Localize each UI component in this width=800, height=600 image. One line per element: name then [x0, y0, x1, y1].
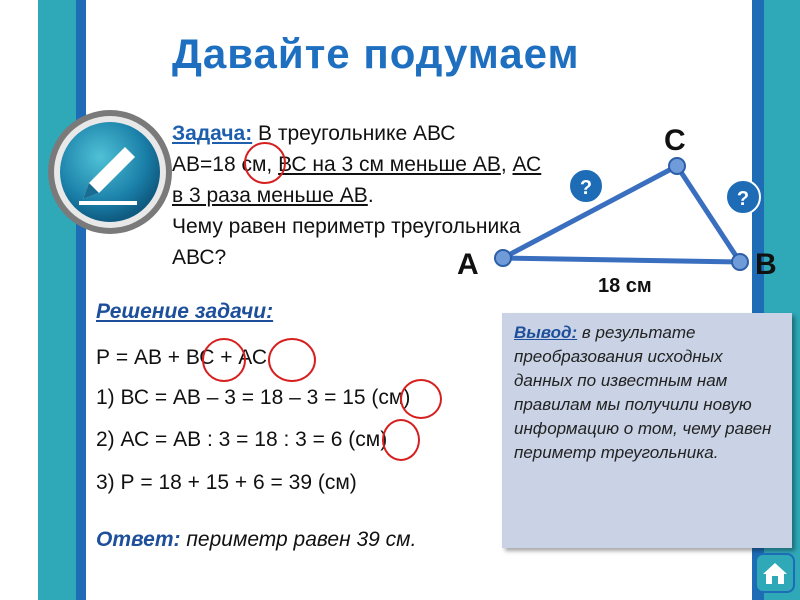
triangle-shape — [500, 163, 743, 265]
vertex-b-label: В — [755, 248, 777, 281]
ac-condition: АС в 3 раза меньше АВ — [172, 153, 542, 207]
home-button[interactable] — [757, 555, 793, 591]
highlight-circle-ac — [268, 338, 316, 382]
vertex-a-label: А — [457, 248, 479, 281]
problem-question: Чему равен периметр треугольника АВС? — [172, 215, 521, 269]
solution-step-2: 2) АС = АВ : 3 = 18 : 3 = 6 (см) — [96, 428, 388, 451]
question-ac: ? — [580, 177, 592, 199]
conclusion-text: в результате преобразования исходных дан… — [514, 323, 772, 462]
pencil-icon — [48, 110, 172, 234]
left-bar-stripe — [76, 0, 86, 600]
side-ab-label: 18 см — [598, 275, 652, 297]
vertex-c-label: С — [664, 124, 686, 157]
solution-title: Решение задачи: — [96, 300, 274, 323]
ab-value: 18 — [212, 153, 236, 176]
vertex-b-dot — [731, 253, 749, 271]
highlight-circle-6 — [382, 419, 420, 461]
conclusion-box: Вывод: в результате преобразования исход… — [502, 313, 792, 548]
problem-intro: В треугольнике АВС — [252, 122, 456, 145]
problem-text: Задача: В треугольнике АВС АВ=18 см, ВС … — [172, 118, 552, 273]
question-bc: ? — [737, 188, 749, 210]
highlight-circle-15 — [400, 379, 442, 419]
left-bar — [38, 0, 76, 600]
highlight-circle-ab — [244, 142, 286, 184]
question-badge-ac — [568, 168, 604, 204]
vertex-c-dot — [668, 157, 686, 175]
problem-label: Задача: — [172, 122, 253, 145]
page-title: Давайте подумаем — [172, 30, 580, 77]
highlight-circle-bc — [202, 338, 246, 382]
answer-value: периметр равен 39 см. — [180, 528, 417, 551]
answer-label: Ответ: — [96, 528, 181, 551]
vertex-a-dot — [494, 249, 512, 267]
question-badge-bc — [725, 179, 761, 215]
answer-text: Ответ: периметр равен 39 см. — [96, 528, 416, 552]
condition-separator: , — [500, 153, 513, 176]
condition-end: . — [367, 184, 374, 207]
triangle-diagram: А В С 18 см ? ? — [457, 124, 777, 297]
solution-step-3: 3) Р = 18 + 15 + 6 = 39 (см) — [96, 471, 357, 494]
solution-step-1: 1) ВС = АВ – 3 = 18 – 3 = 15 (см) — [96, 386, 411, 409]
ab-prefix: АВ= — [172, 153, 213, 176]
conclusion-label: Вывод: — [514, 323, 578, 342]
home-icon — [763, 563, 787, 584]
bc-condition: ВС на 3 см меньше АВ — [278, 153, 501, 176]
